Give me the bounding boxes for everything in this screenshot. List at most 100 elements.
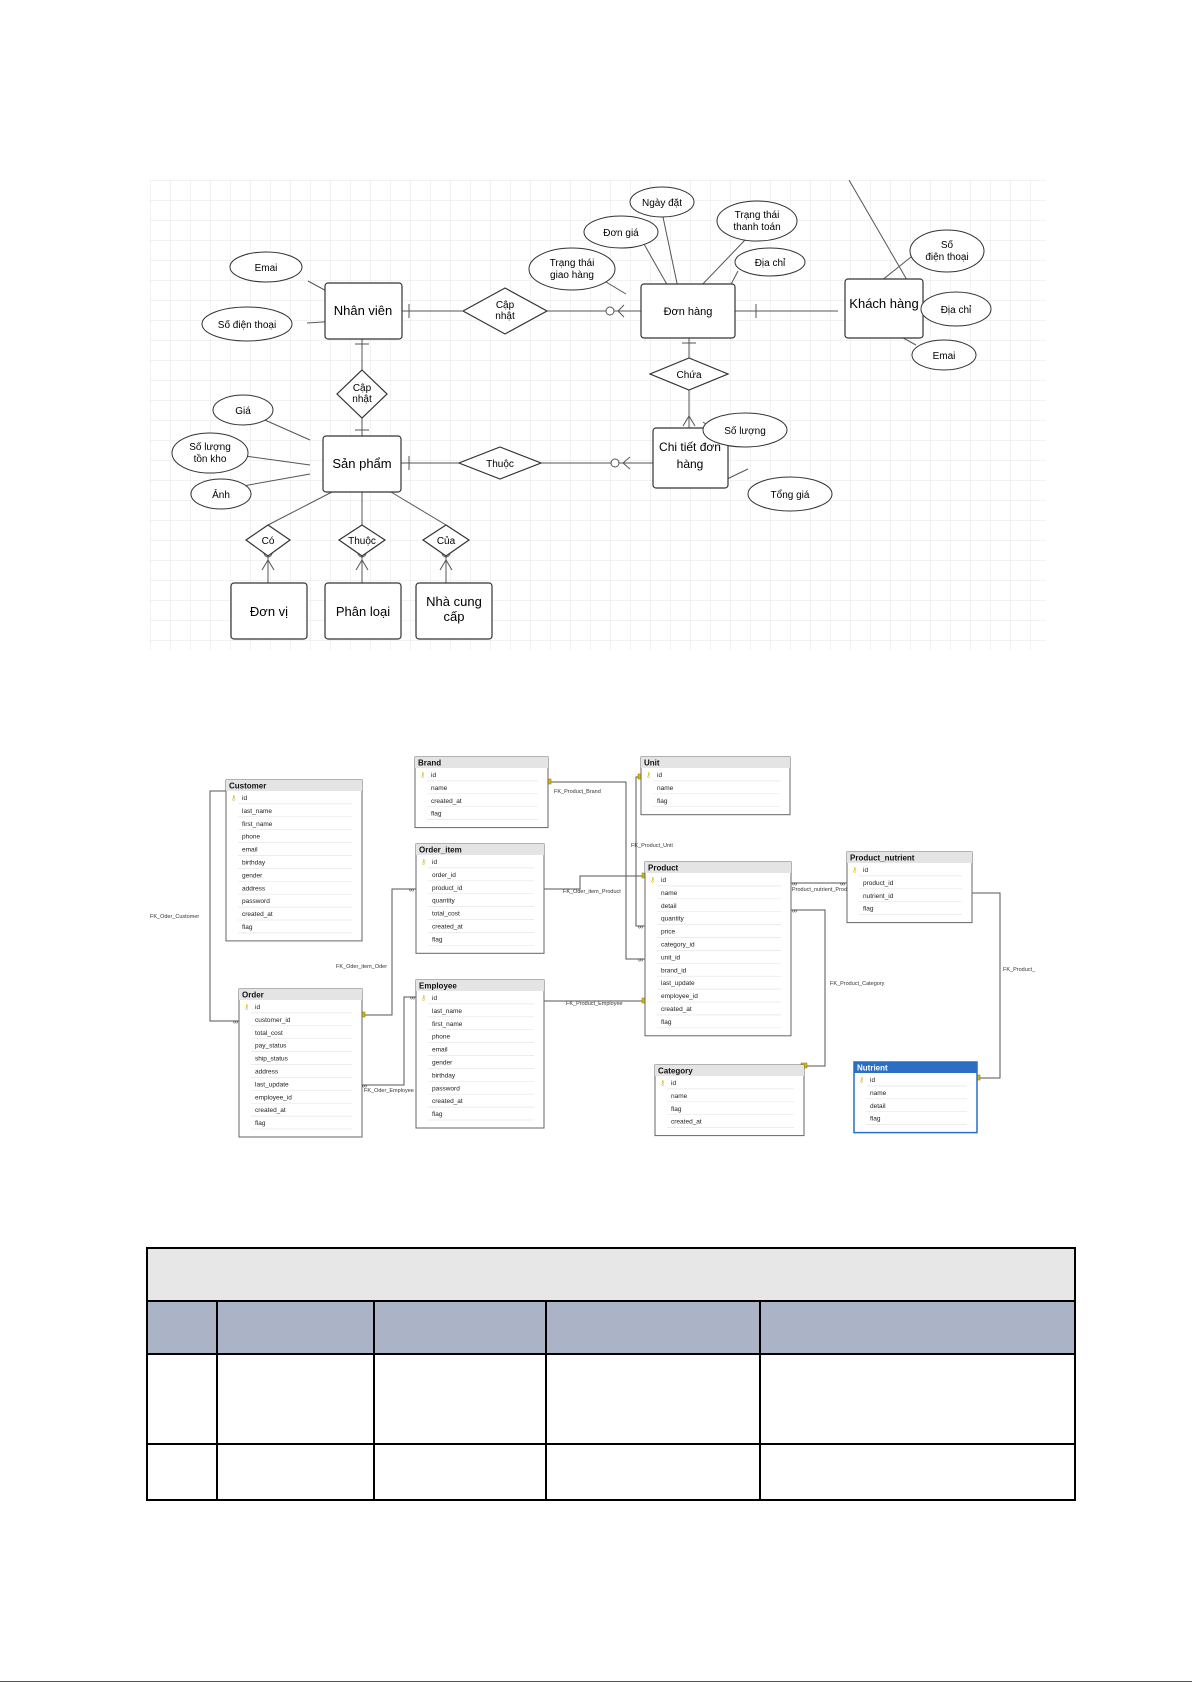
table-header-cell [759, 1300, 1076, 1355]
table-header-cell [545, 1300, 761, 1355]
db-field: id [661, 877, 666, 884]
svg-text:điện thoại: điện thoại [925, 252, 968, 263]
db-field: id [432, 995, 437, 1002]
db-field: address [255, 1069, 279, 1076]
db-field: flag [432, 1111, 443, 1118]
db-field: quantity [432, 898, 456, 905]
db-field: pay_status [255, 1043, 287, 1050]
db-field: category_id [661, 942, 695, 949]
db-table-product-nutrient: Product_nutrient⚷idproduct_idnutrient_id… [846, 851, 973, 924]
er-diagram: Nhân viên Đơn hàng Khách hàng Sản phẩm C… [150, 179, 1046, 650]
entity-label: Phân loại [336, 604, 390, 619]
entity-label-line2: cấp [444, 609, 465, 624]
db-field: name [431, 785, 448, 792]
relationship-thuoc-1: Thuộc [457, 446, 543, 480]
entity-san-pham: Sản phẩm [322, 435, 402, 493]
svg-text:∞: ∞ [638, 957, 643, 964]
db-field: email [432, 1047, 448, 1054]
table-header-cell [373, 1300, 547, 1355]
db-table-title: Order [242, 991, 264, 1000]
db-field: gender [242, 872, 263, 879]
fk-label-order-item-order: FK_Oder_item_Oder [336, 964, 387, 970]
db-field: detail [870, 1103, 886, 1110]
db-field: id [657, 772, 662, 779]
table-row [146, 1443, 1076, 1501]
svg-text:Ảnh: Ảnh [212, 488, 230, 501]
db-field: flag [863, 906, 874, 913]
primary-key-icon: ⚷ [421, 995, 426, 1002]
entity-don-vi: Đơn vị [230, 582, 308, 640]
db-field: price [661, 929, 675, 936]
db-field: total_cost [255, 1030, 283, 1037]
relationship-label-line1: Cập [353, 383, 372, 394]
relationship-label-line1: Cập [496, 300, 515, 311]
svg-text:giao hàng: giao hàng [550, 270, 594, 281]
attribute-ngay-dat: Ngày đặt [629, 186, 695, 218]
db-field: last_update [255, 1081, 289, 1088]
table-cell [216, 1443, 375, 1501]
svg-text:Giá: Giá [235, 406, 251, 417]
entity-label-line1: Chi tiết đơn [659, 440, 721, 454]
svg-text:Trạng thái: Trạng thái [550, 258, 595, 269]
svg-text:∞: ∞ [233, 1019, 238, 1026]
db-field: last_name [432, 1008, 462, 1015]
db-field: ship_status [255, 1056, 289, 1063]
footer-rule [0, 1681, 1192, 1682]
db-table-title: Customer [229, 782, 266, 791]
db-field: id [863, 867, 868, 874]
db-field: unit_id [661, 954, 681, 961]
db-field: created_at [432, 1098, 463, 1105]
entity-label: Khách hàng [849, 296, 918, 311]
table-cell [373, 1353, 547, 1445]
primary-key-icon: ⚷ [650, 877, 655, 884]
relationship-label: Có [262, 536, 275, 547]
entity-label: Đơn vị [250, 604, 288, 619]
relationship-label-line2: nhật [495, 311, 515, 322]
primary-key-icon: ⚷ [231, 795, 236, 802]
db-table-unit: Unit ⚷ id name flag [640, 756, 791, 816]
attribute-emai-nv: Emai [229, 251, 303, 283]
primary-key-icon: ⚷ [421, 859, 426, 866]
fk-label-order-customer: FK_Oder_Customer [150, 914, 199, 920]
db-field: detail [661, 903, 677, 910]
primary-key-icon: ⚷ [646, 772, 651, 779]
entity-label-line2: hàng [677, 457, 704, 471]
attribute-trang-thai-thanh-toan: Trạng thái thanh toán [716, 200, 798, 242]
entity-nhan-vien: Nhân viên [324, 282, 403, 340]
svg-text:∞: ∞ [792, 908, 797, 915]
entity-label: Nhân viên [334, 303, 393, 318]
entity-label-line1: Nhà cung [426, 594, 482, 609]
db-field: flag [657, 798, 668, 805]
db-field: flag [242, 924, 253, 931]
entity-nha-cung-cap: Nhà cung cấp [415, 582, 493, 640]
db-field: id [255, 1004, 260, 1011]
db-field: created_at [431, 798, 462, 805]
db-field: flag [870, 1116, 881, 1123]
svg-text:Địa chỉ: Địa chỉ [755, 257, 786, 269]
relationship-cap-nhat-1: Cập nhật [461, 287, 549, 335]
svg-text:Ngày đặt: Ngày đặt [642, 198, 682, 209]
svg-text:Số lượng: Số lượng [189, 441, 231, 453]
fk-label-product-nutrient: Product_nutrient_Prod [792, 887, 847, 893]
svg-text:tồn kho: tồn kho [194, 453, 227, 465]
attribute-sdt-kh: Số điện thoại [909, 229, 985, 273]
table-header-cell [216, 1300, 375, 1355]
db-field: password [432, 1085, 460, 1092]
db-table-title: Nutrient [857, 1064, 888, 1073]
attribute-so-luong: Số lượng [702, 412, 788, 448]
table-cell [146, 1353, 218, 1445]
relationship-label-line2: nhật [352, 394, 372, 405]
relationship-cap-nhat-2: Cập nhật [336, 369, 388, 419]
db-field: name [657, 785, 674, 792]
svg-text:∞: ∞ [410, 995, 415, 1002]
table-title-row [146, 1247, 1076, 1302]
svg-text:Trạng thái: Trạng thái [735, 210, 780, 221]
relationship-label: Của [437, 535, 456, 547]
db-table-order-item: Order_item⚷idorder_idproduct_idquantityt… [415, 843, 545, 954]
table-cell [545, 1443, 761, 1501]
svg-text:Emai: Emai [933, 351, 956, 362]
db-field: id [431, 772, 436, 779]
db-table-title: Unit [644, 759, 660, 768]
